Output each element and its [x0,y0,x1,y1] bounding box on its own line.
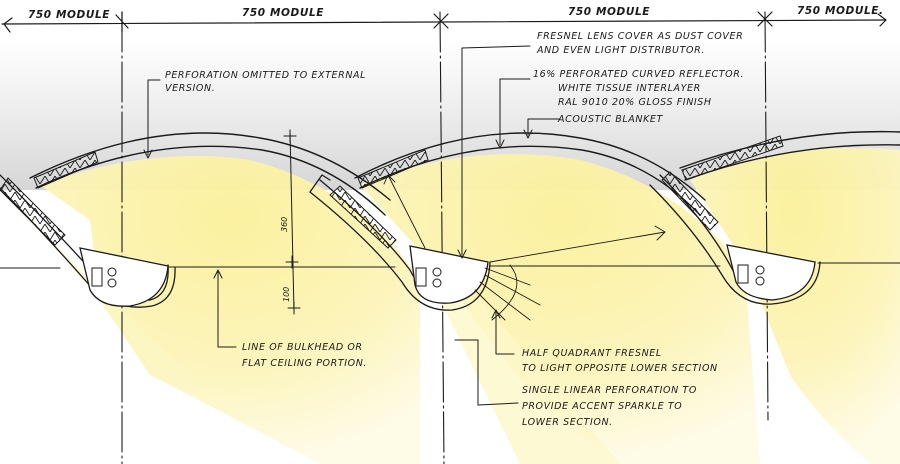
annotation-acoustic: ACOUSTIC BLANKET [557,114,663,125]
svg-text:HALF QUADRANT FRESNEL: HALF QUADRANT FRESNEL [522,348,662,359]
gridline-3 [764,11,769,421]
svg-text:PROVIDE ACCENT SPARKLE TO: PROVIDE ACCENT SPARKLE TO [522,401,682,412]
module-gridlines [121,11,769,464]
leader-acoustic [527,118,561,136]
svg-text:PERFORATION OMITTED TO EXTERNA: PERFORATION OMITTED TO EXTERNAL [165,70,366,81]
svg-text:SINGLE LINEAR PERFORATION TO: SINGLE LINEAR PERFORATION TO [522,385,697,396]
module-label-4: 750 MODULE. [797,5,884,17]
svg-text:16% PERFORATED CURVED REFLECTO: 16% PERFORATED CURVED REFLECTOR. [533,69,744,80]
svg-text:WHITE TISSUE INTERLAYER: WHITE TISSUE INTERLAYER [558,83,701,94]
dimension-upper: 360 [280,217,289,232]
lamp-3b [755,276,765,286]
annotation-reflector: 16% PERFORATED CURVED REFLECTOR. WHITE T… [533,69,744,108]
light-wash-group [0,148,900,464]
lamp-driver-3 [737,264,749,284]
reflector-module-1 [0,132,391,308]
bulkhead-line [0,262,900,269]
annotation-perforation-omitted: PERFORATION OMITTED TO EXTERNAL VERSION. [165,70,366,94]
annotation-fresnel-cover: FRESNEL LENS COVER AS DUST COVER AND EVE… [536,31,743,56]
svg-text:ACOUSTIC BLANKET: ACOUSTIC BLANKET [557,114,663,125]
lamp-driver-1 [91,267,103,287]
annotation-single-linear: SINGLE LINEAR PERFORATION TO PROVIDE ACC… [522,385,697,428]
light-wash-module-3 [690,148,900,464]
reflector-arc-1 [29,132,391,201]
svg-text:VERSION.: VERSION. [165,83,215,94]
leader-single-linear [454,339,519,406]
module-dimension-line [1,11,887,33]
svg-text:LOWER SECTION.: LOWER SECTION. [522,417,613,428]
lamp-2a [432,267,442,277]
module-label-3: 750 MODULE [568,6,650,18]
leader-perforation [147,79,161,156]
luminaire-housing-1 [79,247,169,307]
leader-reflector [499,78,531,146]
svg-text:AND EVEN LIGHT DISTRIBUTOR.: AND EVEN LIGHT DISTRIBUTOR. [536,45,705,56]
light-wash-module-2 [360,153,760,464]
leader-lines [143,45,561,406]
lamp-1a [107,267,117,277]
lamp-1b [107,278,117,288]
dimension-lower: 100 [282,287,291,302]
arrow-right-icon [877,13,887,27]
annotation-bulkhead: LINE OF BULKHEAD OR FLAT CEILING PORTION… [242,342,367,369]
height-dimension [283,129,301,315]
svg-text:LINE OF BULKHEAD OR: LINE OF BULKHEAD OR [242,342,363,353]
svg-text:RAL 9010 20% GLOSS FINISH: RAL 9010 20% GLOSS FINISH [558,97,712,108]
tick-1 [115,11,129,33]
reflector-module-3 [649,130,900,305]
tick-2 [433,13,449,29]
leader-bulkhead [217,271,237,348]
lamp-2b [432,278,442,288]
reflector-arc-3 [679,130,900,169]
annotation-half-quadrant: HALF QUADRANT FRESNEL TO LIGHT OPPOSITE … [522,348,718,374]
leader-fresnel-cover [461,45,531,256]
leader-half-quadrant [495,311,515,355]
gridline-2 [439,11,445,464]
svg-text:TO LIGHT OPPOSITE LOWER SECTIO: TO LIGHT OPPOSITE LOWER SECTION [522,363,718,374]
module-label-2: 750 MODULE [242,7,324,19]
reflector-module-2 [309,132,706,321]
lamp-driver-2 [415,267,427,287]
light-wash-module-1 [40,155,420,464]
module-label-1: 750 MODULE [28,9,110,21]
luminaire-housing-3 [726,244,816,301]
reflector-arc-2 [354,132,706,201]
arrow-left-icon [3,17,13,33]
tick-3 [757,11,773,27]
lamp-3a [755,265,765,275]
light-wash-lower-1 [440,300,620,464]
svg-text:FLAT CEILING PORTION.: FLAT CEILING PORTION. [242,358,367,369]
svg-text:FRESNEL LENS COVER AS DUST COV: FRESNEL LENS COVER AS DUST COVER [537,31,743,42]
